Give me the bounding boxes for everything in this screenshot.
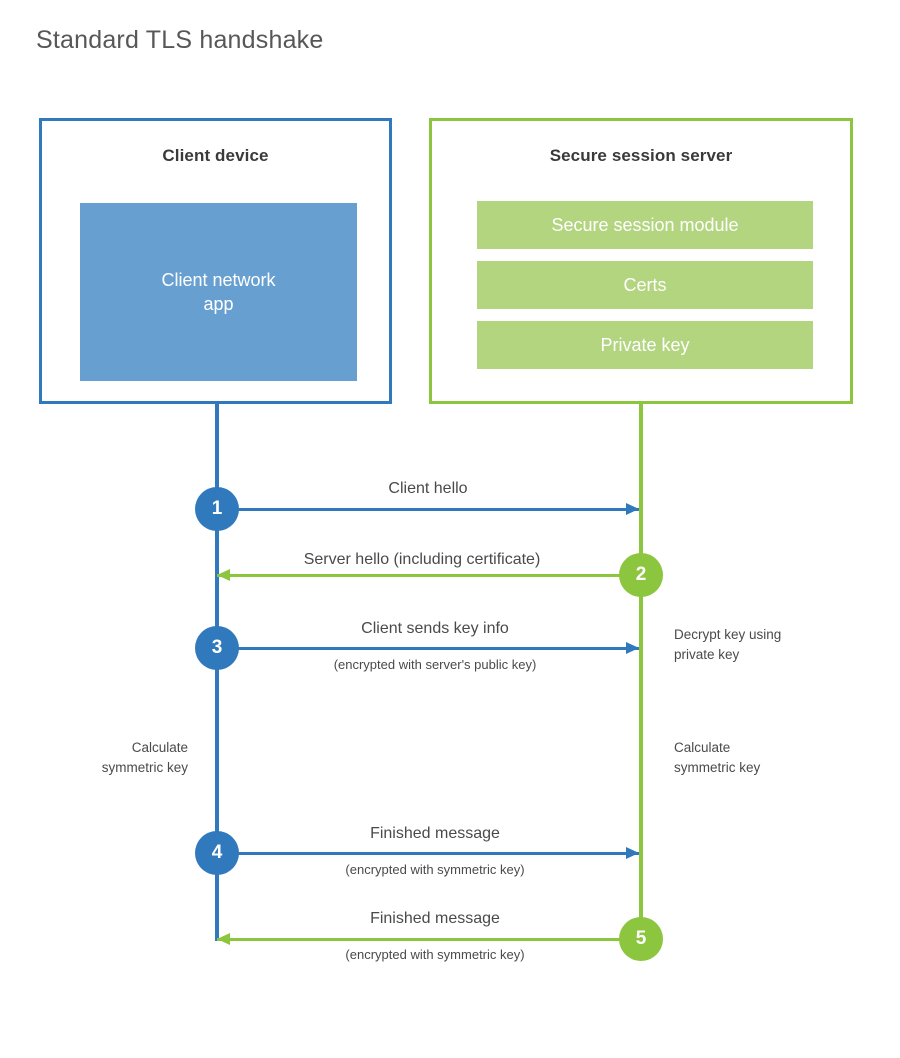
server-component-private-key: Private key xyxy=(477,321,813,369)
message-5-label: Finished message xyxy=(370,910,500,927)
server-component-secure-session-module: Secure session module xyxy=(477,201,813,249)
message-5-arrow-line xyxy=(217,938,641,941)
server-component-certs: Certs xyxy=(477,261,813,309)
message-1-label: Client hello xyxy=(388,480,468,497)
arrow-left-icon xyxy=(217,933,230,945)
note-client-calculate-symmetric-key: Calculate symmetric key xyxy=(101,740,188,775)
client-network-app-block: Client network app xyxy=(80,203,357,381)
secure-session-server-box: Secure session server Secure session mod… xyxy=(429,118,853,404)
step-badge-4: 4 xyxy=(195,831,239,875)
step-badge-5: 5 xyxy=(619,917,663,961)
message-4-sublabel: (encrypted with symmetric key) xyxy=(345,862,525,877)
client-lifeline xyxy=(215,404,219,941)
step-badge-2: 2 xyxy=(619,553,663,597)
message-4-arrow-line xyxy=(217,852,639,855)
message-3-label: Client sends key info xyxy=(361,620,509,637)
message-2-arrow-line xyxy=(217,574,641,577)
arrow-right-icon xyxy=(626,503,639,515)
message-3-sublabel: (encrypted with server's public key) xyxy=(333,657,537,672)
server-components-list: Secure session module Certs Private key xyxy=(477,201,813,369)
page-title: Standard TLS handshake xyxy=(36,26,324,54)
message-5-sublabel: (encrypted with symmetric key) xyxy=(345,947,525,962)
arrow-right-icon xyxy=(626,847,639,859)
message-1-arrow-line xyxy=(217,508,639,511)
secure-session-server-title: Secure session server xyxy=(549,146,733,165)
message-4-label: Finished message xyxy=(370,825,500,842)
step-badge-1: 1 xyxy=(195,487,239,531)
step-badge-3: 3 xyxy=(195,626,239,670)
client-device-title: Client device xyxy=(162,146,269,165)
message-3-arrow-line xyxy=(217,647,639,650)
message-2-label: Server hello (including certificate) xyxy=(303,551,541,568)
arrow-right-icon xyxy=(626,642,639,654)
arrow-left-icon xyxy=(217,569,230,581)
note-server-calculate-symmetric-key: Calculate symmetric key xyxy=(674,740,761,775)
server-lifeline xyxy=(639,404,643,941)
note-server-decrypt-key: Decrypt key using private key xyxy=(674,627,782,662)
client-device-box: Client device Client network app xyxy=(39,118,392,404)
